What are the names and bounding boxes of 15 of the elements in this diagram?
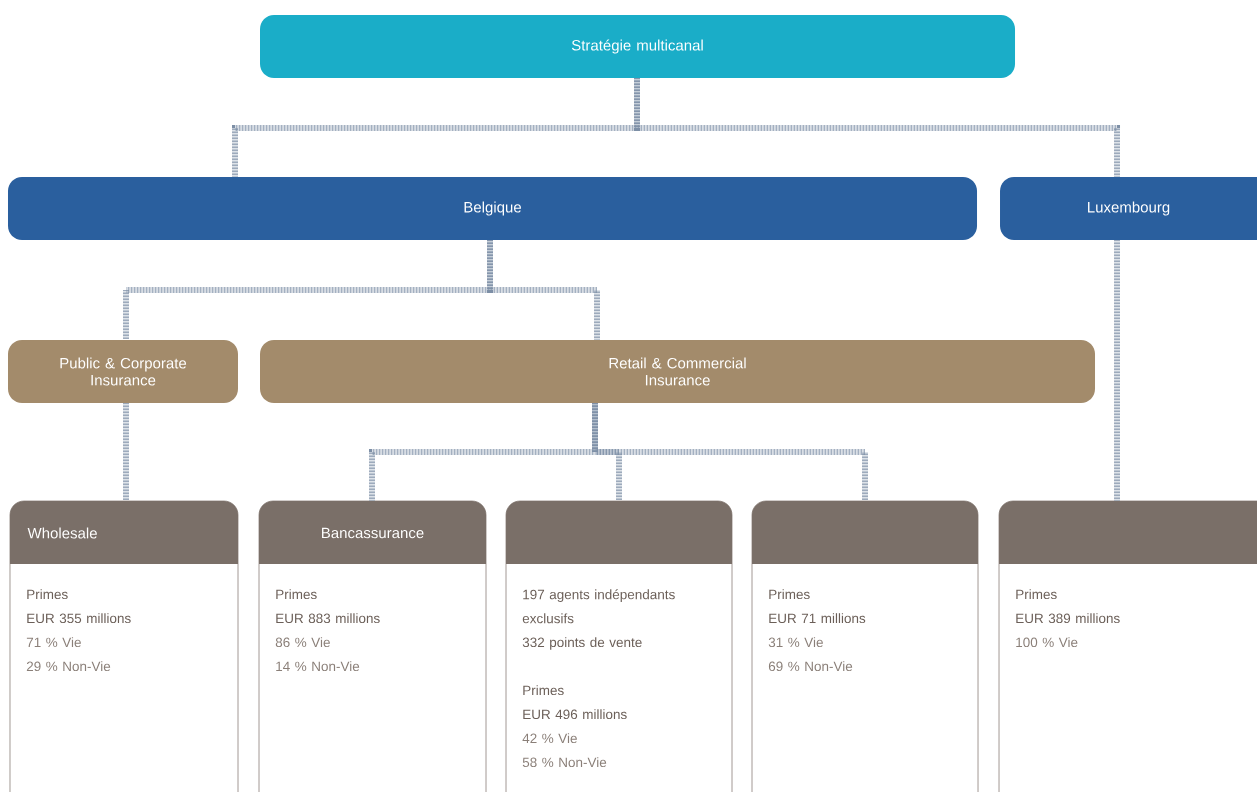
region-box: Luxembourg [1000, 177, 1257, 240]
connector [123, 403, 129, 501]
channel-card: 197 agents indépendants exclusifs 332 points de vente Primes EUR 496 millions 42 % Vie 58 % Non-Vie [505, 500, 733, 792]
connector [592, 403, 868, 501]
channel-card: Wholesale Primes EUR 355 millions 71 % Vie 29 % Non-Vie [9, 500, 239, 792]
segment-box: Retail & Commercial Insurance [260, 340, 1095, 403]
channel-card: Primes EUR 71 millions 31 % Vie 69 % Non-Vie [751, 500, 979, 792]
connector [487, 240, 600, 340]
strategy-box: Stratégie multicanal [260, 15, 1015, 78]
channel-card: Primes EUR 389 millions 100 % Vie [998, 500, 1257, 792]
region-box: Belgique [8, 177, 977, 240]
segment-box: Public & Corporate Insurance [8, 340, 238, 403]
channel-card: Bancassurance Primes EUR 883 millions 86 % Vie 14 % Non-Vie [258, 500, 487, 792]
connector [634, 78, 1120, 177]
connector [1114, 240, 1120, 501]
